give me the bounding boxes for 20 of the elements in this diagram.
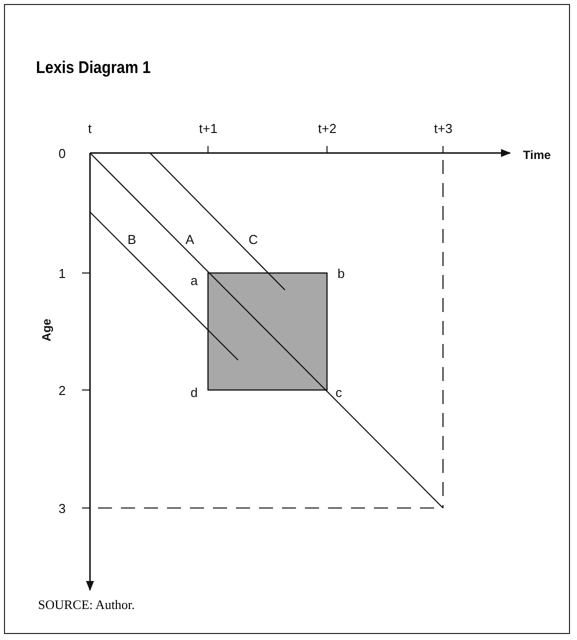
tick-label: 0 xyxy=(58,146,66,160)
tick-label: t+1 xyxy=(199,122,218,134)
tick-label: 1 xyxy=(58,266,66,280)
axis-title: Age xyxy=(40,318,52,342)
shaded-square xyxy=(207,272,328,391)
source-note: SOURCE: Author. xyxy=(38,597,135,613)
tick-label: t xyxy=(88,122,92,134)
corner-label: c xyxy=(336,386,342,398)
line-label: A xyxy=(186,232,194,246)
line-label: C xyxy=(248,232,258,246)
corner-label: d xyxy=(190,386,198,398)
corner-label: b xyxy=(338,266,345,280)
tick-label: 3 xyxy=(58,502,66,514)
tick-label: t+2 xyxy=(318,122,336,134)
tick-label: t+3 xyxy=(434,122,452,134)
line-label: B xyxy=(128,232,136,246)
tick-label: 2 xyxy=(58,384,66,396)
diagram-title: Lexis Diagram 1 xyxy=(36,58,151,78)
axis-title: Time xyxy=(523,149,551,161)
corner-label: a xyxy=(190,274,198,286)
